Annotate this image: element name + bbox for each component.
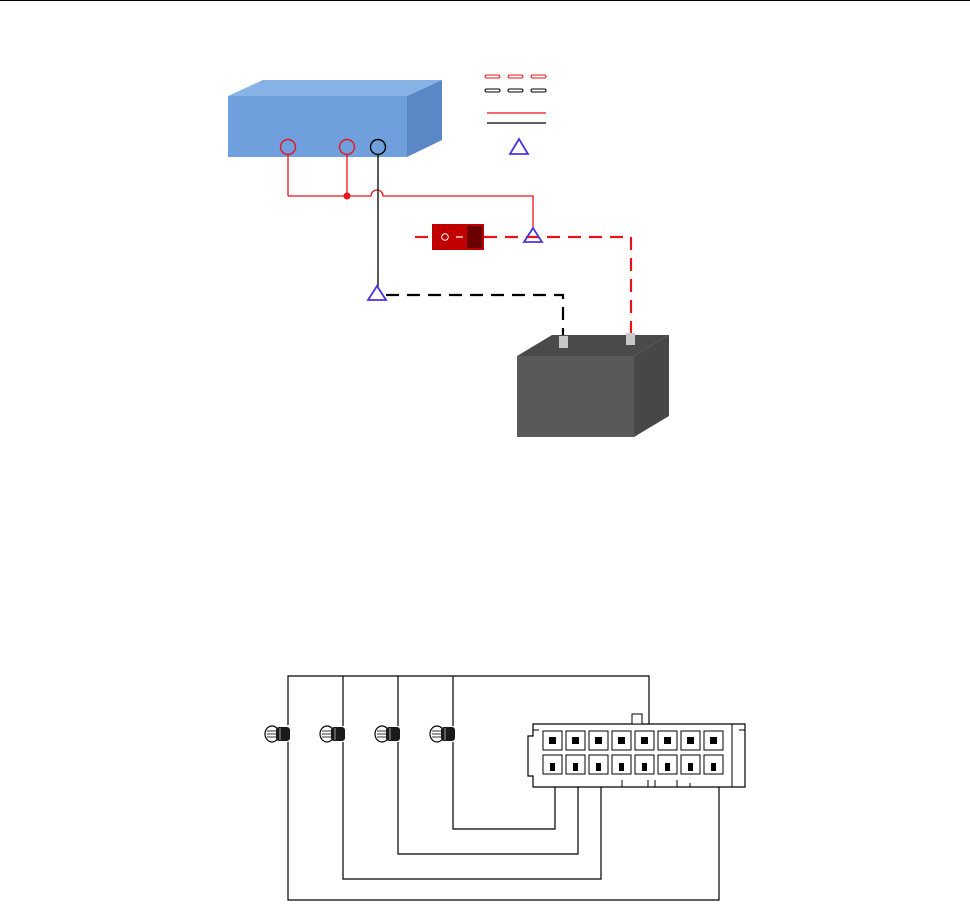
legend-dashed-black	[485, 89, 546, 92]
rocker-switch	[432, 224, 484, 250]
connector-pin	[543, 731, 562, 750]
legend-dashed-red	[485, 75, 546, 78]
connector-latch	[632, 714, 642, 724]
power-wiring-diagram	[228, 75, 669, 437]
connector-pin	[612, 731, 631, 750]
battery-terminal-positive	[626, 333, 635, 345]
device-box-top	[228, 80, 442, 96]
wire-junction-dot	[344, 193, 351, 200]
cable-plugs	[265, 726, 455, 742]
connector-pin	[543, 755, 562, 774]
cable-plug	[265, 726, 290, 742]
ground-symbol-negative	[368, 286, 386, 300]
cable-plug	[320, 726, 345, 742]
connector-pin	[612, 755, 631, 774]
ground-symbol-positive	[524, 228, 542, 242]
connector-pin	[681, 731, 700, 750]
connector-wiring-diagram	[265, 676, 745, 900]
wire-legend	[485, 75, 546, 154]
rocker-switch-rocker	[467, 226, 482, 248]
battery	[517, 333, 669, 437]
connector-pin	[681, 755, 700, 774]
connector-pin	[658, 731, 677, 750]
connector-pin	[704, 755, 723, 774]
connector-pin	[589, 731, 608, 750]
battery-front	[517, 356, 634, 437]
cable-plug	[430, 726, 455, 742]
connector-pin	[658, 755, 677, 774]
cable-plug	[375, 726, 400, 742]
positive-wire-solid	[288, 155, 533, 228]
ground-wire-dashed	[386, 295, 563, 336]
positive-wire-dashed	[415, 237, 631, 334]
connector-pin	[704, 731, 723, 750]
connector-pin	[566, 755, 585, 774]
legend-ground-symbol	[510, 139, 528, 154]
battery-terminal-negative	[559, 336, 568, 348]
connector-pin	[589, 755, 608, 774]
device-box	[228, 80, 442, 157]
connector-pin	[635, 731, 654, 750]
connector-pin	[566, 731, 585, 750]
wire-connector	[528, 714, 745, 787]
device-box-front	[228, 96, 407, 157]
connector-pin	[635, 755, 654, 774]
